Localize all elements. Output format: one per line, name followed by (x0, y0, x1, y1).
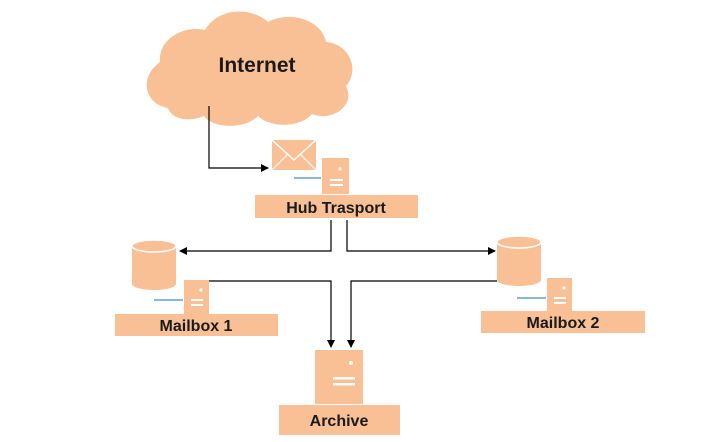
hub-label-box (255, 195, 418, 218)
internet-cloud: Internet (146, 11, 353, 126)
connector-hub-to-mailbox2 (346, 220, 496, 255)
server-icon (294, 158, 349, 194)
database-icon (496, 235, 542, 286)
connector-internet-to-hub (208, 106, 269, 172)
node-archive: Archive (279, 350, 400, 435)
connector-hub-to-mailbox1 (179, 220, 332, 255)
connectors (179, 106, 497, 348)
hub-label: Hub Trasport (286, 200, 386, 217)
server-icon (315, 350, 363, 404)
archive-label: Archive (310, 413, 369, 430)
envelope-icon (271, 139, 317, 171)
connector-mailbox1-to-archive (208, 280, 335, 348)
node-mailbox-2: Mailbox 2 (481, 235, 645, 333)
node-mailbox-1: Mailbox 1 (115, 239, 278, 336)
archive-label-box (279, 405, 400, 435)
mailbox1-label: Mailbox 1 (160, 318, 233, 335)
database-icon (131, 239, 177, 290)
internet-label: Internet (218, 54, 295, 77)
connector-mailbox2-to-archive (347, 280, 497, 348)
server-icon (154, 280, 209, 314)
mailbox2-label: Mailbox 2 (527, 315, 600, 332)
cloud-icon (146, 11, 353, 126)
node-hub-transport: Hub Trasport (255, 139, 418, 218)
mailbox2-label-box (481, 311, 645, 333)
server-icon (517, 278, 572, 312)
mailbox1-label-box (115, 314, 278, 336)
